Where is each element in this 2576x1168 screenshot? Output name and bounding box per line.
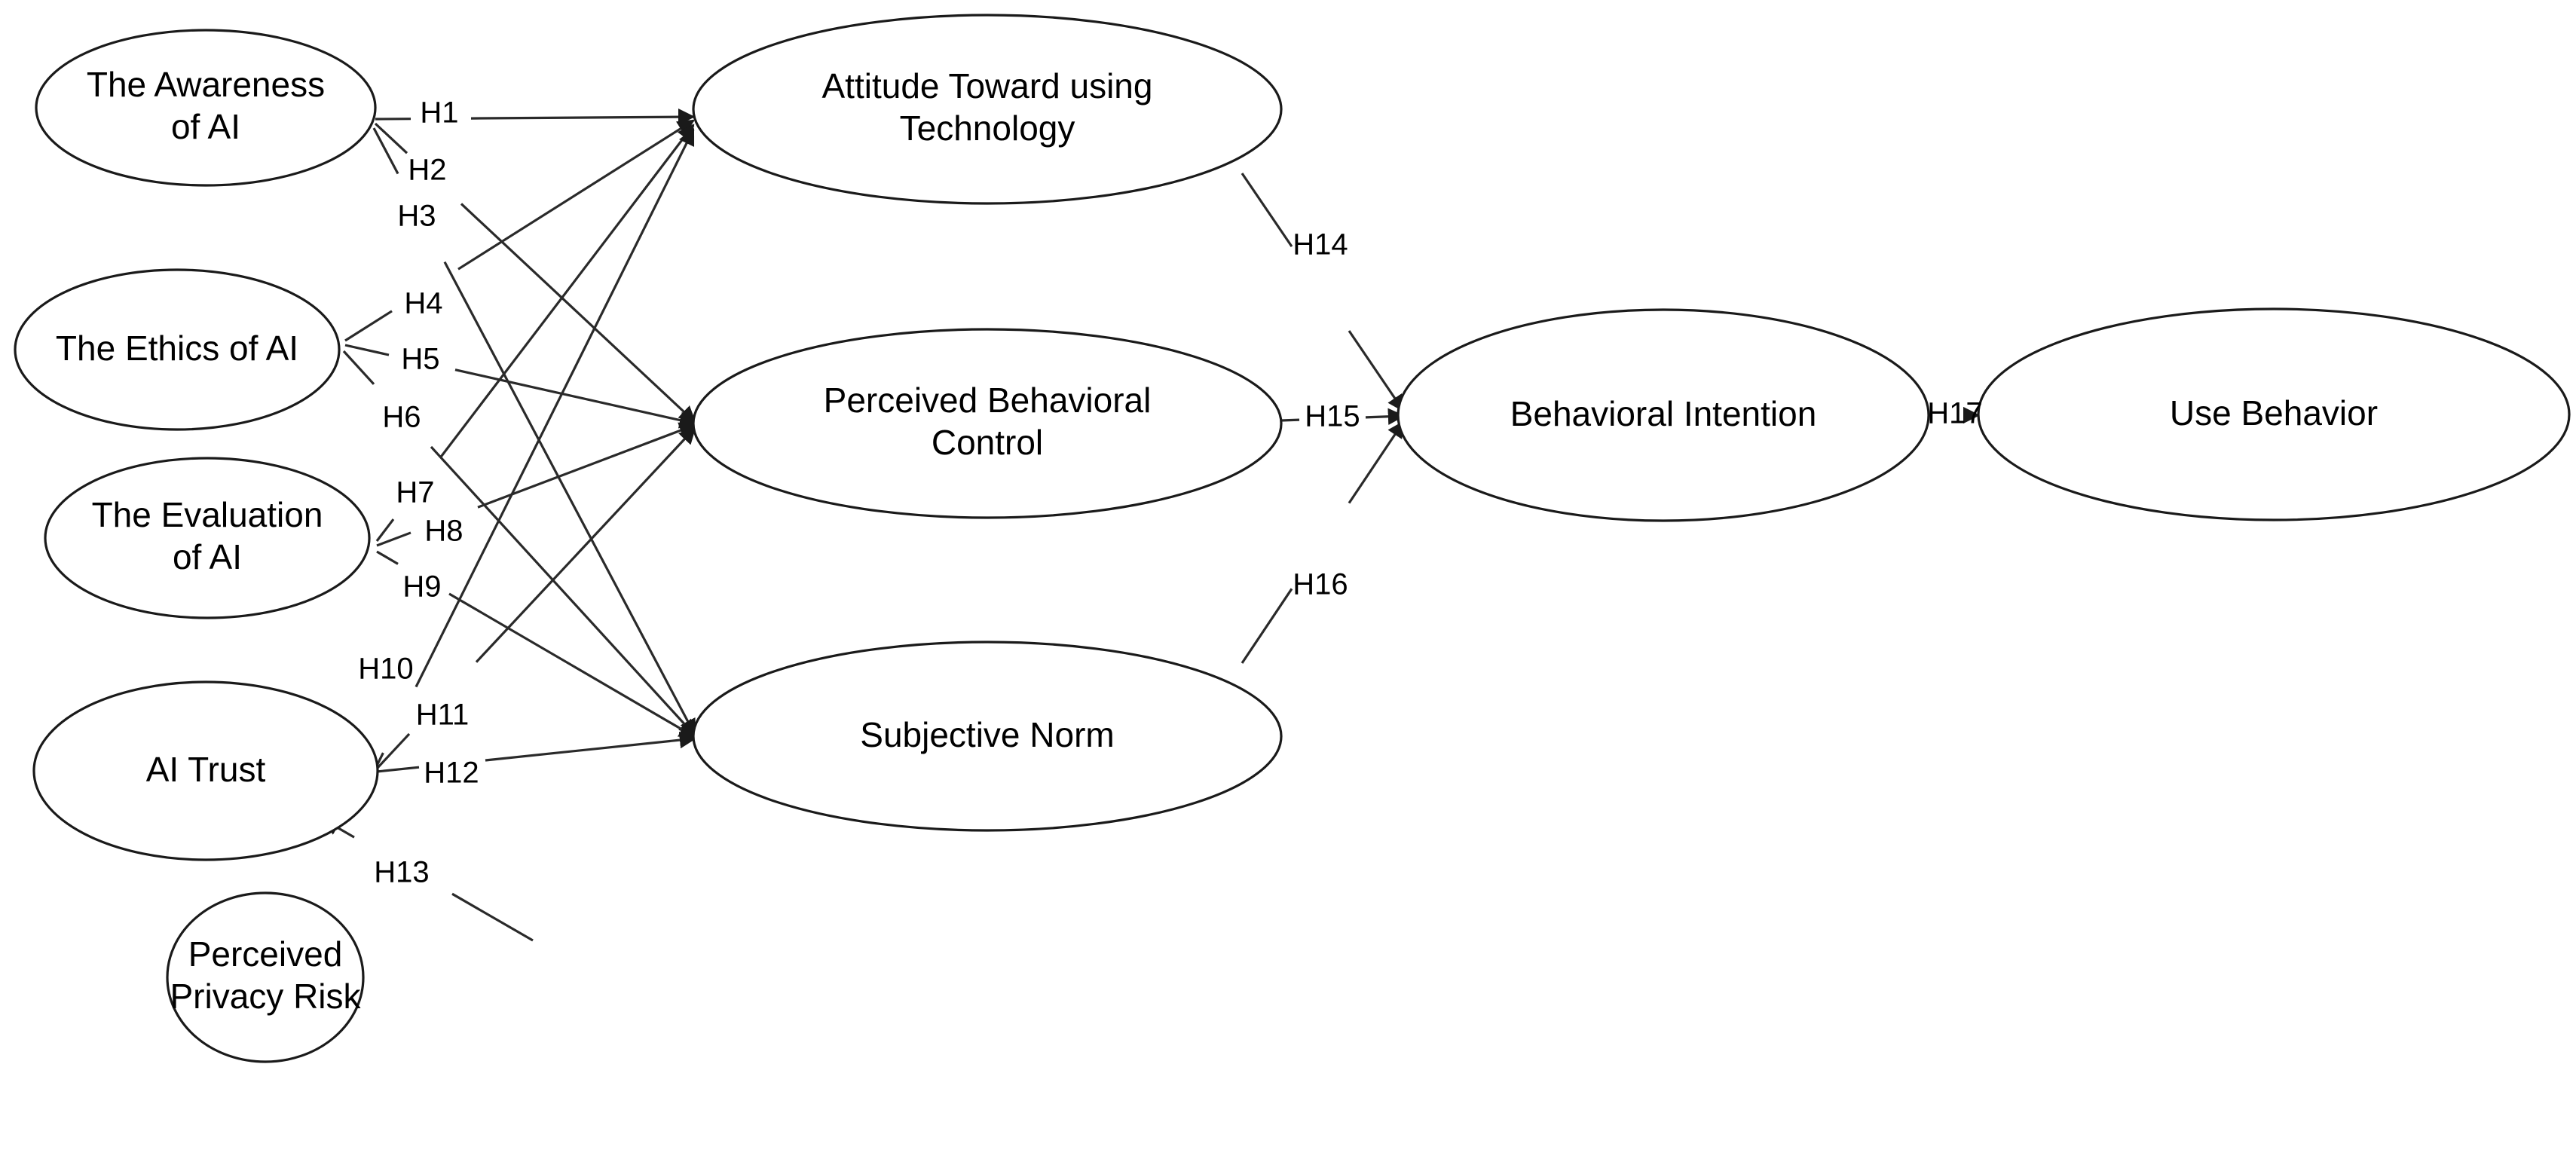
edge-label-h17: H17 <box>1927 397 1982 430</box>
edge-label-h15: H15 <box>1305 400 1360 433</box>
node-label: Control <box>932 423 1043 462</box>
node-label: of AI <box>171 107 240 146</box>
node-label: AI Trust <box>146 750 266 789</box>
node-label: The Awareness <box>87 65 325 104</box>
edge-h5 <box>344 344 697 429</box>
edge-label-h1: H1 <box>420 96 458 130</box>
node-label: Subjective Norm <box>860 715 1114 754</box>
edge-h3 <box>372 127 696 736</box>
node-ethics[interactable]: The Ethics of AI <box>14 268 341 431</box>
edge-h12 <box>376 731 697 773</box>
edge-layer <box>323 108 1981 942</box>
node-label: Perceived Behavioral <box>824 381 1152 420</box>
edge-h1 <box>375 108 696 126</box>
node-intention[interactable]: Behavioral Intention <box>1397 308 1930 522</box>
edge-label-h5: H5 <box>401 343 439 376</box>
node-label: The Ethics of AI <box>56 329 298 368</box>
node-label: Attitude Toward using <box>822 66 1153 105</box>
edge-h6 <box>342 350 696 737</box>
edge-label-h7: H7 <box>396 476 434 509</box>
node-label: Behavioral Intention <box>1510 394 1817 433</box>
edge-h2 <box>374 122 696 423</box>
edge-label-h12: H12 <box>424 757 479 790</box>
edge-label-h4: H4 <box>404 287 442 320</box>
node-label: The Evaluation <box>92 495 323 534</box>
edge-label-h16: H16 <box>1293 568 1348 601</box>
edge-h11 <box>375 427 696 770</box>
node-label: Privacy Risk <box>170 977 361 1016</box>
node-label: Use Behavior <box>2170 393 2378 433</box>
edge-label-h14: H14 <box>1293 228 1348 261</box>
edge-h8 <box>376 422 697 547</box>
edge-label-h2: H2 <box>408 154 446 187</box>
node-aitrust[interactable]: AI Trust <box>32 680 379 861</box>
edge-h14 <box>1241 173 1405 412</box>
node-label: of AI <box>173 537 242 576</box>
node-label: Perceived <box>188 934 343 974</box>
node-subjnorm[interactable]: Subjective Norm <box>692 641 1283 832</box>
edge-label-h10: H10 <box>358 653 413 686</box>
edge-h7 <box>375 124 695 542</box>
edge-label-h3: H3 <box>397 200 436 233</box>
edge-label-h9: H9 <box>402 570 441 604</box>
node-usebeh[interactable]: Use Behavior <box>1977 307 2571 521</box>
edge-label-h13: H13 <box>374 856 429 889</box>
edge-label-h6: H6 <box>382 401 421 434</box>
edge-label-h11: H11 <box>416 699 469 732</box>
edge-h4 <box>344 119 695 342</box>
edge-label-h8: H8 <box>424 515 463 548</box>
edge-h16 <box>1241 420 1405 664</box>
node-label: Technology <box>900 109 1075 148</box>
edge-h9 <box>376 550 696 738</box>
